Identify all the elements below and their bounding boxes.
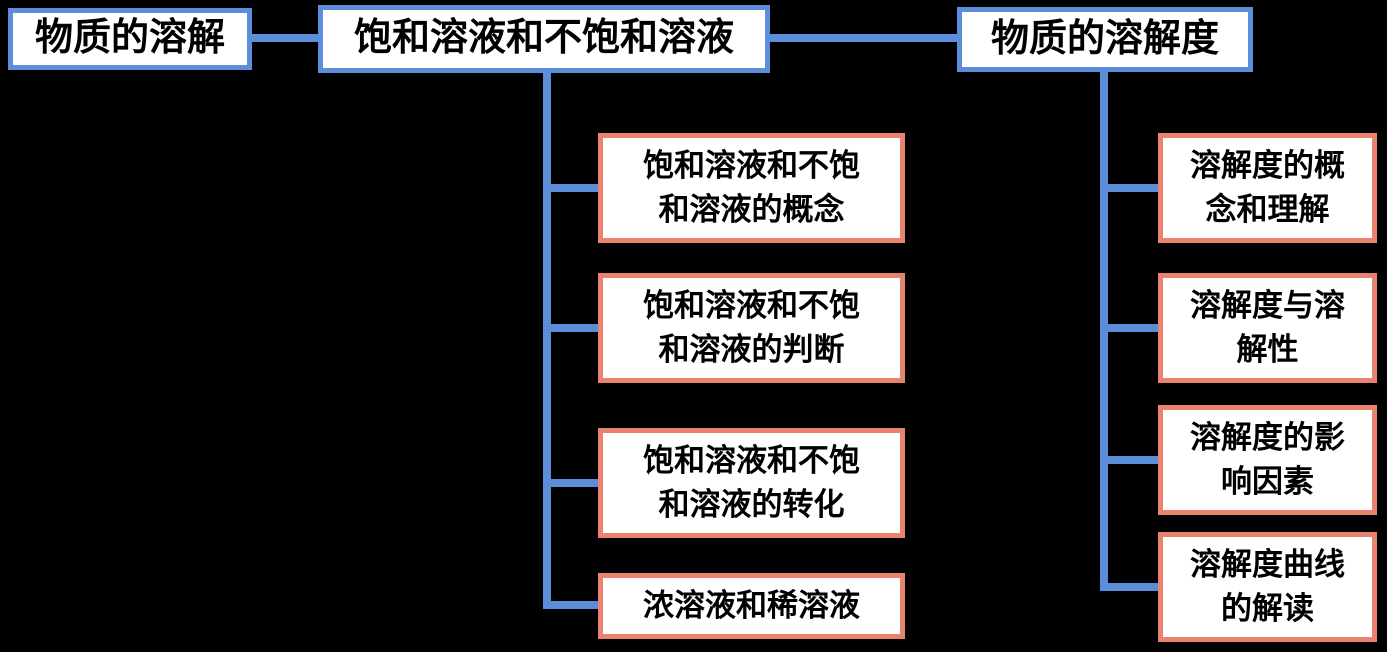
branch-sat-conversion bbox=[543, 479, 598, 487]
node-root-label: 物质的溶解 bbox=[34, 17, 225, 60]
node-sol-vs-solubility: 溶解度与溶 解性 bbox=[1158, 273, 1377, 383]
node-sat-conversion: 饱和溶液和不饱 和溶液的转化 bbox=[598, 428, 905, 538]
node-solubility: 物质的溶解度 bbox=[957, 7, 1253, 72]
connector-saturated-solubility bbox=[770, 34, 957, 42]
node-sat-conversion-line2: 和溶液的转化 bbox=[658, 487, 845, 522]
branch-sol-factors bbox=[1100, 456, 1158, 464]
branch-sol-concept bbox=[1100, 184, 1158, 192]
trunk-saturated bbox=[543, 73, 551, 609]
node-sol-concept: 溶解度的概 念和理解 bbox=[1158, 133, 1377, 243]
branch-sol-vs-solubility bbox=[1100, 324, 1158, 332]
node-sol-concept-line2: 念和理解 bbox=[1205, 192, 1330, 227]
node-sat-judgment: 饱和溶液和不饱 和溶液的判断 bbox=[598, 273, 905, 383]
node-sol-curve-line1: 溶解度曲线 bbox=[1190, 546, 1345, 582]
node-saturated-solutions-label: 饱和溶液和不饱和溶液 bbox=[353, 17, 734, 60]
branch-concentrated-dilute bbox=[543, 601, 598, 609]
node-saturated-solutions: 饱和溶液和不饱和溶液 bbox=[318, 5, 770, 73]
branch-sat-concept bbox=[543, 184, 598, 192]
node-sat-concept: 饱和溶液和不饱 和溶液的概念 bbox=[598, 133, 905, 243]
node-sol-factors-line2: 响因素 bbox=[1221, 464, 1314, 499]
node-sol-factors: 溶解度的影 响因素 bbox=[1158, 405, 1377, 515]
node-sol-concept-line1: 溶解度的概 bbox=[1190, 147, 1345, 183]
node-sol-curve: 溶解度曲线 的解读 bbox=[1158, 532, 1377, 642]
node-concentrated-dilute: 浓溶液和稀溶液 bbox=[598, 573, 905, 639]
node-sol-factors-line1: 溶解度的影 bbox=[1190, 419, 1345, 455]
node-solubility-label: 物质的溶解度 bbox=[990, 17, 1219, 60]
branch-sat-judgment bbox=[543, 324, 598, 332]
node-sat-conversion-line1: 饱和溶液和不饱 bbox=[643, 442, 860, 478]
node-sat-judgment-line2: 和溶液的判断 bbox=[658, 332, 845, 367]
node-sol-vs-solubility-line2: 解性 bbox=[1236, 332, 1299, 367]
branch-sol-curve bbox=[1100, 583, 1158, 591]
node-sat-judgment-line1: 饱和溶液和不饱 bbox=[643, 287, 860, 323]
node-concentrated-dilute-line1: 浓溶液和稀溶液 bbox=[643, 587, 860, 623]
node-sat-concept-line2: 和溶液的概念 bbox=[658, 192, 845, 227]
node-sol-vs-solubility-line1: 溶解度与溶 bbox=[1190, 287, 1345, 323]
connector-root-saturated bbox=[252, 34, 318, 42]
node-sol-curve-line2: 的解读 bbox=[1221, 591, 1314, 626]
node-sat-concept-line1: 饱和溶液和不饱 bbox=[643, 147, 860, 183]
node-root: 物质的溶解 bbox=[8, 8, 252, 70]
